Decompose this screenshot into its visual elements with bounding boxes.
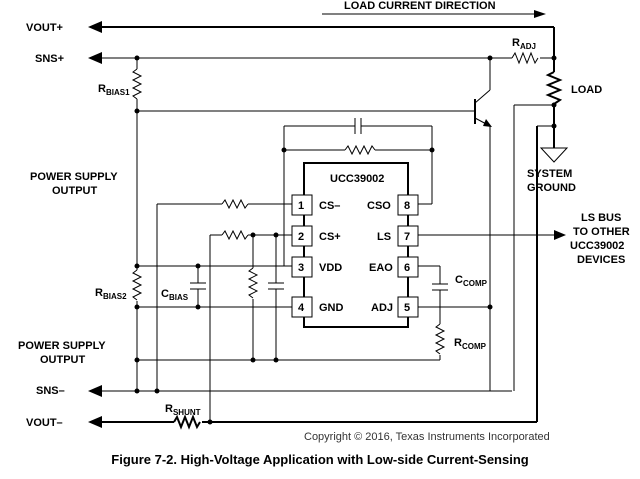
r-bias1-resistor [131,68,143,100]
junction-dot [134,388,140,394]
r-shunt-label: RSHUNT [165,403,201,417]
junction-dot [281,147,287,153]
junction-dot [429,147,435,153]
power-supply-bottom-line2: OUTPUT [40,354,86,366]
figure-caption: Figure 7-2. High-Voltage Application wit… [111,452,529,467]
junction-dot [134,55,140,61]
load-current-direction-arrow [322,10,546,18]
pin-name: LS [377,231,391,243]
compensation-network [418,265,490,360]
pin-box [397,225,419,247]
c-bias-label: CBIAS [161,288,189,302]
sns-plus-label: SNS+ [35,53,64,65]
pin-number: 3 [298,262,304,274]
junction-dot [551,55,557,61]
r-adj-resistor [511,51,539,65]
sns-minus-rail [88,385,512,397]
r-shunt-resistor [173,414,201,430]
load-current-direction-label: LOAD CURRENT DIRECTION [344,0,496,12]
junction-dot [195,304,201,310]
r-bias2-resistor [131,269,143,301]
power-supply-bottom-line1: POWER SUPPLY [18,340,106,352]
junction-dot [273,357,279,363]
system-ground-label-line2: GROUND [527,182,576,194]
junction-dot [195,263,201,269]
junction-dot [250,357,256,363]
pin-box [397,256,419,278]
pin-name: ADJ [371,302,393,314]
r-bias1-label: RBIAS1 [98,83,130,97]
junction-dot [273,232,279,238]
pin-name: EAO [369,262,393,274]
power-supply-top-line1: POWER SUPPLY [30,171,118,183]
sns-minus-label: SNS– [36,385,65,397]
pin-number: 7 [404,231,410,243]
system-ground-label-line1: SYSTEM [527,168,572,180]
pin-box [291,225,313,247]
pin-box [397,194,419,216]
pin-name: GND [319,302,344,314]
pin-name: CS+ [319,231,341,243]
vout-plus-label: VOUT+ [26,22,63,34]
pin-box [291,256,313,278]
copyright-text: Copyright © 2016, Texas Instruments Inco… [304,431,550,443]
pin-number: 8 [404,200,410,212]
ls-bus-label-line1: LS BUS [581,212,621,224]
pin-number: 6 [404,262,410,274]
gnd-wiring [137,306,440,361]
pin-number: 5 [404,302,410,314]
r-comp-label: RCOMP [454,337,487,351]
junction-dot [207,419,213,425]
c-comp-label: CCOMP [455,274,488,288]
vdd-wiring [137,265,292,307]
ls-bus-label-line2: TO OTHER [573,226,630,238]
pin-number: 4 [298,302,305,314]
npn-transistor [474,58,492,391]
ic-name: UCC39002 [330,173,384,185]
cs-plus-wiring [209,229,292,422]
junction-dot [154,388,160,394]
pin-box [291,194,313,216]
junction-dot [134,108,140,114]
sns-plus-rail [88,52,512,64]
r-adj-label: RADJ [512,37,536,51]
junction-dot [487,304,493,310]
vout-minus-rail [88,126,538,428]
vout-plus-rail [88,21,554,33]
vout-minus-label: VOUT– [26,417,63,429]
ls-bus-wire [418,230,566,240]
power-supply-top-line2: OUTPUT [52,185,98,197]
r-bias2-label: RBIAS2 [95,287,127,301]
pin-number: 1 [298,200,304,212]
load-label: LOAD [571,84,602,96]
load-resistor [545,71,563,105]
pin-name: CS– [319,200,340,212]
junction-dot [551,123,557,129]
pin-name: VDD [319,262,342,274]
junction-dot [134,357,140,363]
ls-bus-label-line4: DEVICES [577,254,625,266]
ls-bus-label-line3: UCC39002 [570,240,624,252]
pin-number: 2 [298,231,304,243]
junction-dot [134,304,140,310]
junction-dot [250,232,256,238]
system-ground-symbol [539,147,569,163]
right-side-wiring [490,27,555,391]
pin-name: CSO [367,200,391,212]
